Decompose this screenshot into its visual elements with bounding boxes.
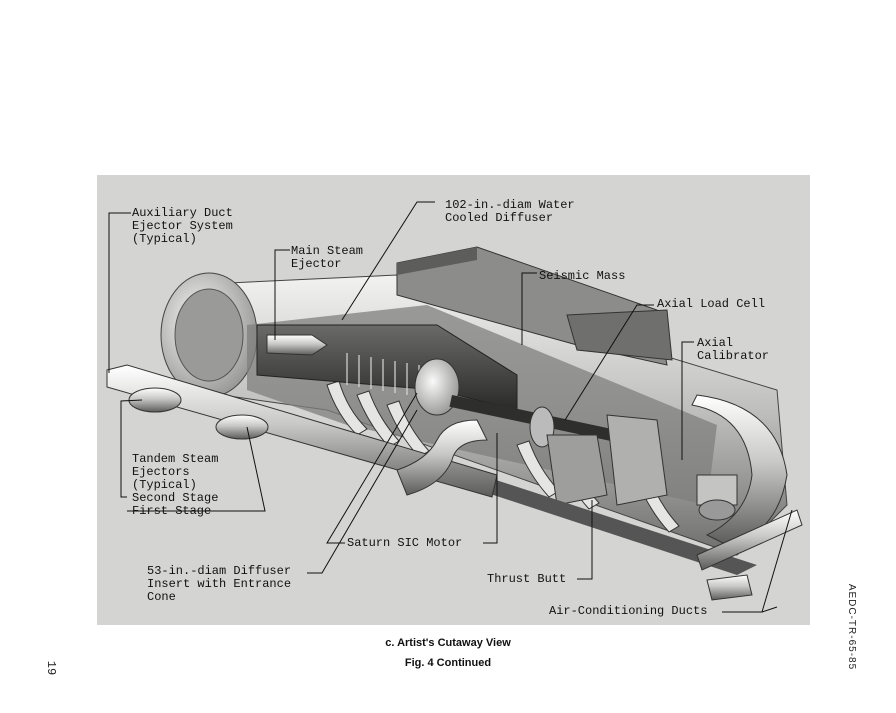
label-saturn-motor: Saturn SIC Motor [347,536,463,550]
label-line: Ejector [291,257,342,271]
label-seismic-mass: Seismic Mass [539,269,626,283]
label-line: Cone [147,590,176,604]
label-line: Main Steam [291,244,364,258]
test-cell-tunnel [160,246,788,575]
label-line: Insert with Entrance [147,577,292,591]
label-axial-load-cell: Axial Load Cell [657,297,766,311]
label-second-stage: Second Stage [132,491,219,505]
label-line: 102-in.-diam Water [445,198,575,212]
label-line: Auxiliary Duct [132,206,233,220]
report-id: AEDC-TR-65-85 [846,583,857,671]
page-number: 19 [44,660,58,676]
label-first-stage: First Stage [132,504,212,518]
figure-caption-view: c. Artist's Cutaway View [385,637,511,649]
leader-lines [108,201,793,613]
label-line: (Typical) [132,478,197,492]
label-line: Calibrator [697,349,770,363]
figure-caption-number: Fig. 4 Continued [404,657,492,669]
label-thrust-butt: Thrust Butt [487,572,567,586]
label-line: Ejector System [132,219,233,233]
label-line: Tandem Steam [132,452,219,466]
label-air-conditioning-ducts: Air-Conditioning Ducts [549,604,708,618]
label-line: Axial [697,336,734,350]
label-line: (Typical) [132,232,197,246]
label-line: Cooled Diffuser [445,211,554,225]
auxiliary-ducts [106,364,803,601]
label-line: 53-in.-diam Diffuser [147,564,292,578]
label-line: Ejectors [132,465,190,479]
cutaway-illustration [106,201,803,613]
